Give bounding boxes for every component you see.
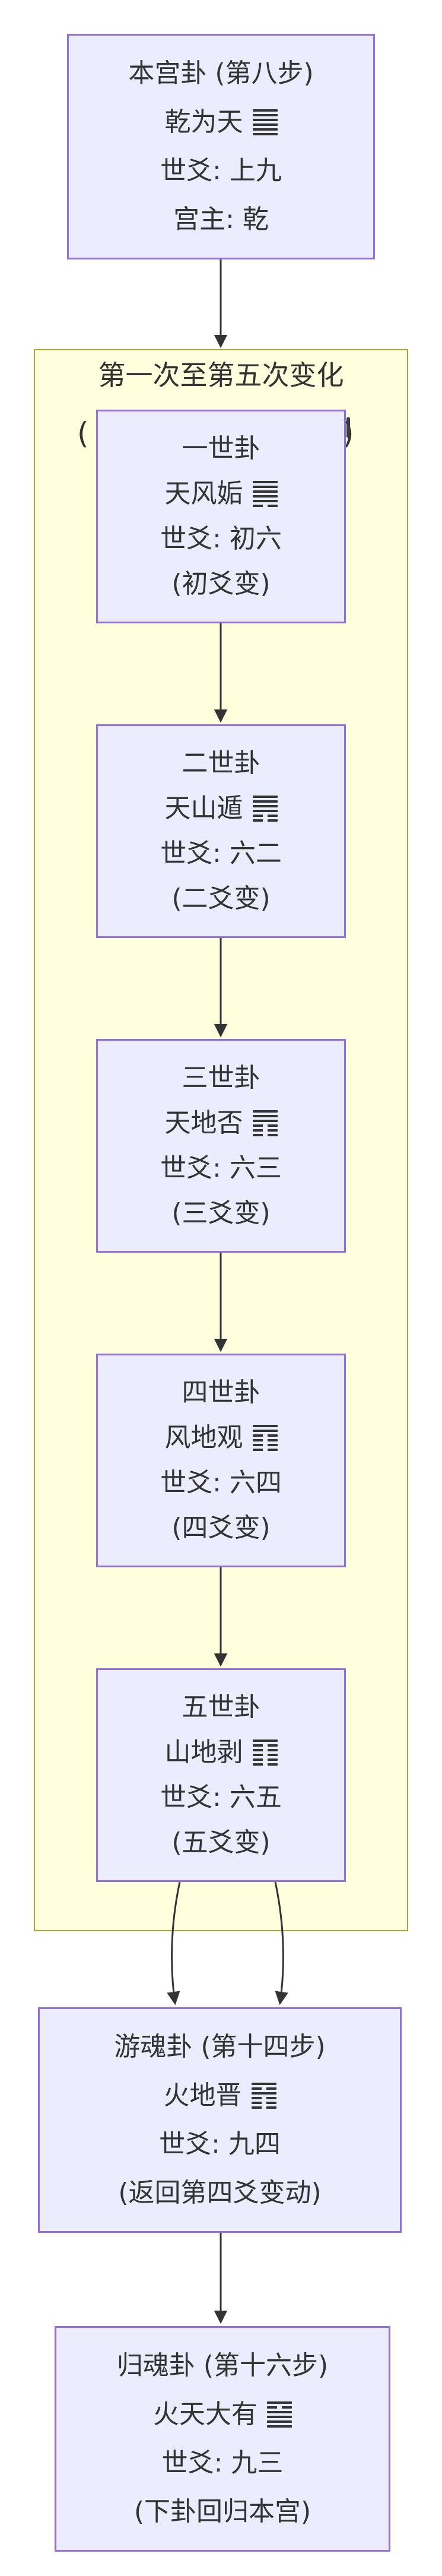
node-yishi-note: (初爻变) [171, 569, 271, 599]
dun-hexagram-icon [252, 795, 278, 822]
node-youhun: 游魂卦 (第十四步) 火地晋 世爻: 九四 (返回第四爻变动) [38, 2007, 402, 2233]
node-youhun-title: 游魂卦 (第十四步) [114, 2032, 326, 2062]
node-yishi-hexagram-row: 天风姤 [165, 471, 278, 517]
node-wushi-hexagram-row: 山地剥 [165, 1730, 278, 1775]
node-guihun-hexagram-name: 火天大有 [153, 2399, 257, 2429]
node-sanshi-hexagram-name: 天地否 [164, 1108, 243, 1138]
node-guihun: 归魂卦 (第十六步) 火天大有 世爻: 九三 (下卦回归本宫) [55, 2326, 390, 2552]
node-yishi: 一世卦 天风姤 世爻: 初六 (初爻变) [96, 410, 346, 623]
node-sishi-hexagram-name: 风地观 [164, 1422, 243, 1453]
node-wushi-title: 五世卦 [182, 1692, 260, 1722]
subgraph-subtitle-paren-left: ( [77, 416, 89, 451]
node-ershi: 二世卦 天山遁 世爻: 六二 (二爻变) [96, 724, 346, 938]
node-youhun-shiyao: 世爻: 九四 [159, 2129, 281, 2159]
node-bengong-shiyao: 世爻: 上九 [160, 156, 282, 186]
node-sishi-hexagram-row: 风地观 [165, 1415, 278, 1460]
node-youhun-hexagram-row: 火地晋 [164, 2071, 276, 2120]
node-ershi-hexagram-name: 天山遁 [164, 793, 243, 823]
jin-hexagram-icon [251, 2082, 276, 2109]
node-guihun-shiyao: 世爻: 九三 [161, 2448, 284, 2478]
guan-hexagram-icon [252, 1424, 278, 1452]
node-wushi-hexagram-name: 山地剥 [164, 1737, 243, 1767]
node-bengong-hexagram-row: 乾为天 [165, 98, 278, 147]
node-bengong-note: 宫主: 乾 [173, 204, 269, 235]
subgraph-subtitle-hidden-text-fragment [346, 417, 350, 438]
node-youhun-note: (返回第四爻变动) [118, 2178, 322, 2208]
gou-hexagram-icon [252, 480, 278, 508]
node-ershi-shiyao: 世爻: 六二 [160, 838, 282, 869]
node-sishi: 四世卦 风地观 世爻: 六四 (四爻变) [96, 1354, 346, 1567]
node-wushi: 五世卦 山地剥 世爻: 六五 (五爻变) [96, 1668, 346, 1882]
node-wushi-shiyao: 世爻: 六五 [160, 1782, 282, 1813]
node-wushi-note: (五爻变) [171, 1827, 271, 1858]
node-guihun-title: 归魂卦 (第十六步) [116, 2350, 329, 2381]
node-guihun-hexagram-row: 火天大有 [153, 2390, 292, 2439]
node-sishi-shiyao: 世爻: 六四 [160, 1468, 282, 1498]
node-yishi-hexagram-name: 天风姤 [164, 479, 243, 509]
node-youhun-hexagram-name: 火地晋 [163, 2080, 242, 2111]
node-bengong: 本宫卦 (第八步) 乾为天 世爻: 上九 宫主: 乾 [67, 34, 375, 259]
node-yishi-shiyao: 世爻: 初六 [160, 524, 282, 554]
pi-hexagram-icon [252, 1110, 278, 1137]
node-sanshi-shiyao: 世爻: 六三 [160, 1153, 282, 1183]
node-yishi-title: 一世卦 [182, 433, 260, 464]
node-sanshi: 三世卦 天地否 世爻: 六三 (三爻变) [96, 1039, 346, 1253]
node-sanshi-title: 三世卦 [182, 1063, 260, 1093]
node-bengong-title: 本宫卦 (第八步) [128, 58, 314, 88]
node-ershi-title: 二世卦 [182, 748, 260, 778]
node-sanshi-note: (三爻变) [171, 1198, 271, 1228]
bo-hexagram-icon [252, 1739, 278, 1766]
node-ershi-hexagram-row: 天山遁 [165, 786, 278, 831]
node-sanshi-hexagram-row: 天地否 [165, 1101, 278, 1146]
subgraph-title: 第一次至第五次变化 [98, 359, 344, 391]
qian-hexagram-icon [252, 109, 278, 136]
node-ershi-note: (二爻变) [171, 883, 271, 914]
node-sishi-note: (四爻变) [171, 1513, 271, 1543]
node-sishi-title: 四世卦 [182, 1377, 260, 1408]
dayou-hexagram-icon [267, 2401, 292, 2428]
node-guihun-note: (下卦回归本宫) [133, 2496, 311, 2527]
node-bengong-hexagram-name: 乾为天 [164, 107, 243, 137]
